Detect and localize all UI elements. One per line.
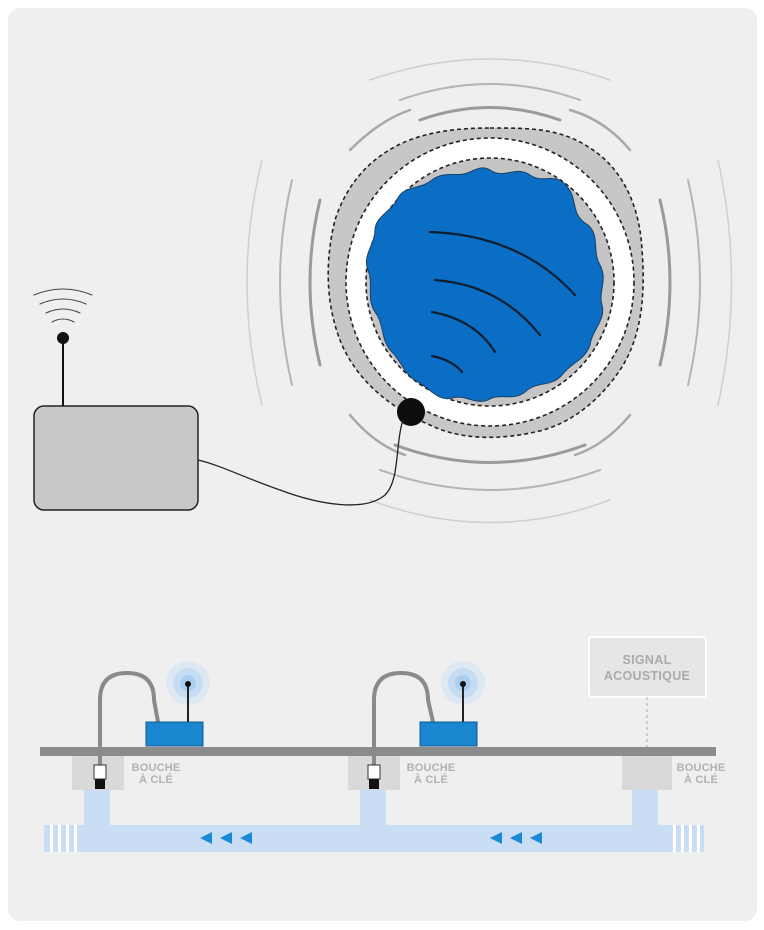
valve-box-1-label-line1: BOUCHE xyxy=(132,762,181,774)
triangle-left-icon xyxy=(510,832,522,844)
triangle-left-icon xyxy=(220,832,232,844)
triangle-left-icon xyxy=(490,832,502,844)
valve-box-2-label-line1: BOUCHE xyxy=(407,762,456,774)
pipe-end-left xyxy=(44,825,80,852)
sensor-cable xyxy=(197,419,404,506)
ground-surface xyxy=(40,747,716,756)
leak-wave-arcs xyxy=(428,230,577,374)
pipe-water xyxy=(366,167,604,402)
acoustic-sensor-icon xyxy=(397,398,425,426)
signal-label-line1: SIGNAL xyxy=(622,653,671,667)
triangle-left-icon xyxy=(530,832,542,844)
sensor-unit-1 xyxy=(93,661,210,789)
valve-box-2-label-line2: À CLÉ xyxy=(414,773,448,786)
valve-box-1-label-line2: À CLÉ xyxy=(139,773,173,786)
valve-box-3-label-line2: À CLÉ xyxy=(684,773,718,786)
acoustic-signal-callout xyxy=(588,636,707,747)
valve-box-3 xyxy=(622,756,672,790)
pipe-end-right xyxy=(670,825,704,852)
water-main xyxy=(44,790,704,852)
valve-box-3-label-line1: BOUCHE xyxy=(677,762,726,774)
sensor-unit-2 xyxy=(367,661,485,789)
triangle-left-icon xyxy=(240,832,252,844)
wifi-waves-icon xyxy=(33,288,93,323)
data-logger xyxy=(33,332,199,511)
signal-label-line2: ACOUSTIQUE xyxy=(604,669,690,683)
acoustic-waves xyxy=(246,58,733,524)
flow-arrows xyxy=(200,832,542,844)
triangle-left-icon xyxy=(200,832,212,844)
